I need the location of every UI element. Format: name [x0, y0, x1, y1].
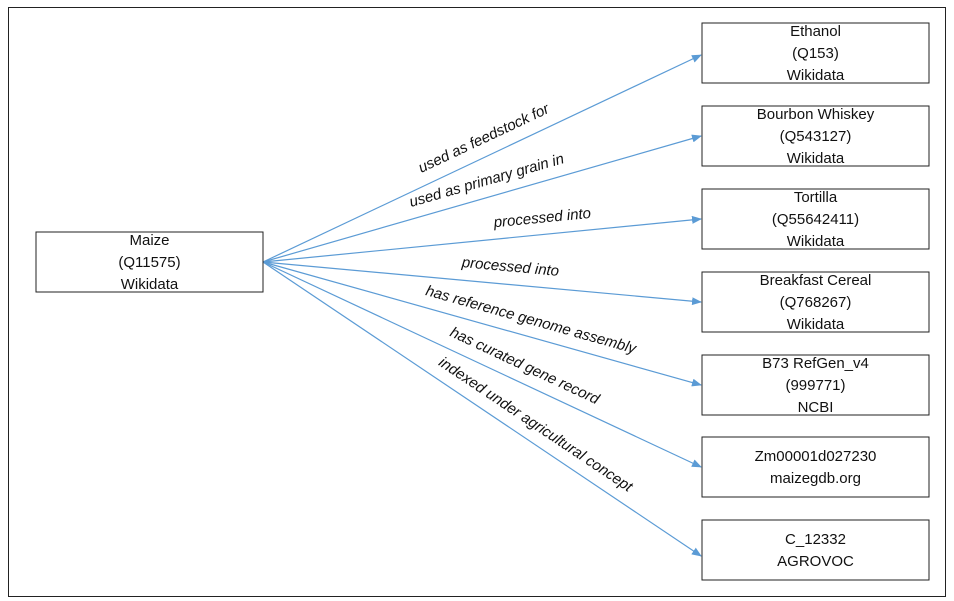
target-node-breakfast-cereal-box: [701, 271, 930, 333]
diagram-frame: [8, 7, 946, 597]
target-node-breakfast-cereal-line-3: Wikidata: [787, 316, 845, 333]
target-node-bourbon-whiskey: Bourbon Whiskey (Q543127) Wikidata: [701, 105, 930, 167]
target-node-tortilla-line-3: Wikidata: [787, 233, 845, 250]
target-node-ethanol-line-2: (Q153): [792, 45, 839, 62]
edge-arrow-1: [262, 54, 702, 263]
target-node-ethanol-line-1: Ethanol: [790, 23, 841, 40]
source-node-maize-box: [35, 231, 264, 293]
target-node-breakfast-cereal-line-1: Breakfast Cereal: [760, 272, 872, 289]
target-node-zm00001d027230-line-1: Zm00001d027230: [755, 448, 877, 465]
target-node-b73-refgen-v4-line-2: (999771): [785, 377, 845, 394]
target-node-b73-refgen-v4-box: [701, 354, 930, 416]
source-node-maize: Maize (Q11575) Wikidata: [35, 231, 264, 293]
target-node-b73-refgen-v4-line-1: B73 RefGen_v4: [762, 355, 869, 372]
target-node-ethanol-box: [701, 22, 930, 84]
target-node-breakfast-cereal-line-2: (Q768267): [780, 294, 852, 311]
target-node-tortilla-line-2: (Q55642411): [772, 211, 859, 228]
target-node-b73-refgen-v4-line-3: NCBI: [798, 399, 834, 416]
target-node-tortilla-line-1: Tortilla: [794, 189, 838, 206]
edge-label-4: processed into: [460, 254, 560, 280]
source-node-maize-line-1: Maize: [129, 232, 169, 249]
target-node-bourbon-whiskey-line-2: (Q543127): [780, 128, 852, 145]
edge-arrow-3: [262, 215, 702, 263]
source-node-maize-line-3: Wikidata: [121, 276, 179, 293]
target-node-ethanol: Ethanol (Q153) Wikidata: [701, 22, 930, 84]
edge-arrow-6: [262, 261, 702, 468]
source-node-maize-line-2: (Q11575): [118, 254, 180, 271]
target-node-bourbon-whiskey-line-1: Bourbon Whiskey: [757, 106, 875, 123]
target-node-zm00001d027230-box: [701, 436, 930, 498]
edge-label-3: processed into: [492, 205, 592, 232]
target-node-tortilla-box: [701, 188, 930, 250]
target-node-tortilla: Tortilla (Q55642411) Wikidata: [701, 188, 930, 250]
target-node-breakfast-cereal: Breakfast Cereal (Q768267) Wikidata: [701, 271, 930, 333]
target-node-c-12332-line-1: C_12332: [785, 531, 846, 548]
target-node-b73-refgen-v4: B73 RefGen_v4 (999771) NCBI: [701, 354, 930, 416]
target-node-c-12332-box: [701, 519, 930, 581]
target-node-bourbon-whiskey-box: [701, 105, 930, 167]
target-node-bourbon-whiskey-line-3: Wikidata: [787, 150, 845, 167]
target-node-c-12332-line-2: AGROVOC: [777, 553, 854, 570]
target-node-zm00001d027230: Zm00001d027230 maizegdb.org: [701, 436, 930, 498]
edge-arrow-2: [262, 134, 702, 263]
edge-arrow-5: [262, 261, 702, 387]
edge-arrow-4: [262, 261, 702, 306]
target-node-ethanol-line-3: Wikidata: [787, 67, 845, 84]
edge-arrow-7: [262, 261, 702, 557]
target-node-zm00001d027230-line-2: maizegdb.org: [770, 470, 861, 487]
